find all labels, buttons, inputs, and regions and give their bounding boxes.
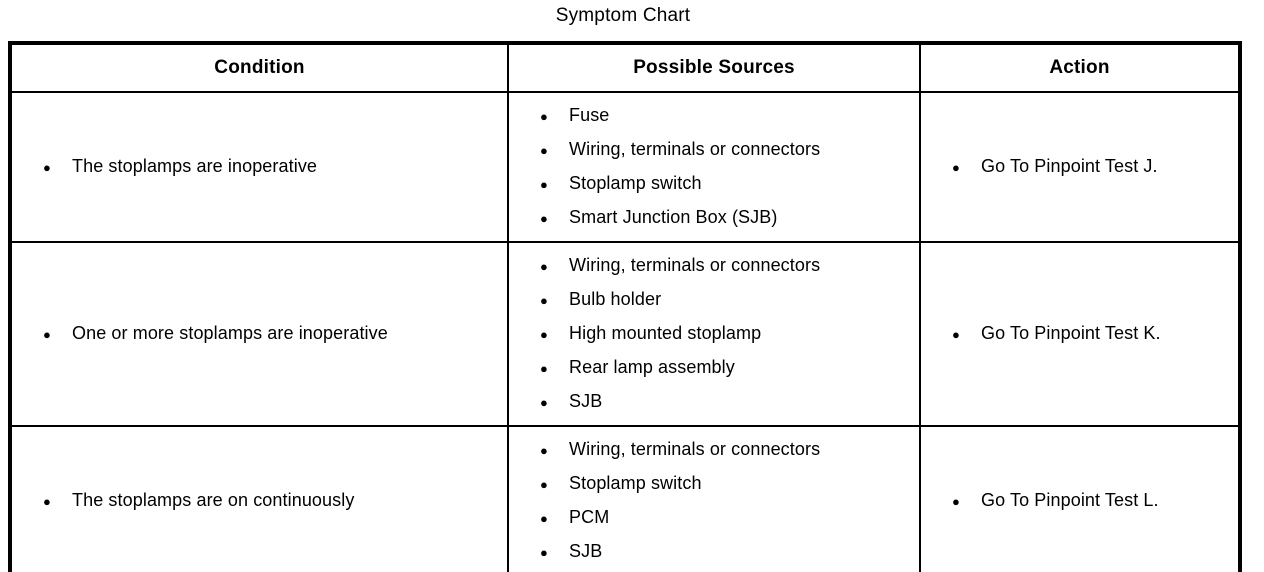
list-item-text: SJB	[569, 541, 603, 561]
list-item: ● Smart Junction Box (SJB)	[513, 201, 915, 235]
list-item: ● The stoplamps are on continuously	[16, 484, 503, 518]
list-item: ● Go To Pinpoint Test J.	[925, 150, 1234, 184]
action-cell: ● Go To Pinpoint Test L.	[919, 425, 1241, 572]
bullet-icon: ●	[540, 109, 548, 124]
bullet-icon: ●	[43, 494, 51, 509]
bullet-icon: ●	[540, 545, 548, 560]
sources-cell: ● Wiring, terminals or connectors ● Stop…	[507, 425, 921, 572]
bullet-icon: ●	[952, 327, 960, 342]
list-item: ● High mounted stoplamp	[513, 317, 915, 351]
list-item: ● Stoplamp switch	[513, 167, 915, 201]
list-item-text: Wiring, terminals or connectors	[569, 255, 821, 275]
list-item: ● Wiring, terminals or connectors	[513, 133, 915, 167]
list-item: ● PCM	[513, 501, 915, 535]
bullet-icon: ●	[952, 160, 960, 175]
list-item: ● One or more stoplamps are inoperative	[16, 317, 503, 351]
list-item: ● Wiring, terminals or connectors	[513, 249, 915, 283]
sources-cell: ● Fuse ● Wiring, terminals or connectors…	[507, 91, 921, 243]
bullet-icon: ●	[43, 160, 51, 175]
list-item: ● Wiring, terminals or connectors	[513, 433, 915, 467]
list-item: ● Rear lamp assembly	[513, 351, 915, 385]
list-item-text: Wiring, terminals or connectors	[569, 139, 821, 159]
list-item-text: The stoplamps are on continuously	[72, 490, 355, 510]
action-cell: ● Go To Pinpoint Test J.	[919, 91, 1241, 243]
bullet-icon: ●	[540, 177, 548, 192]
symptom-table: Condition Possible Sources Action ● The …	[8, 41, 1242, 572]
list-item-text: Go To Pinpoint Test J.	[981, 156, 1158, 176]
list-item-text: The stoplamps are inoperative	[72, 156, 318, 176]
list-item: ● Go To Pinpoint Test L.	[925, 484, 1234, 518]
list-item-text: One or more stoplamps are inoperative	[72, 323, 388, 343]
bullet-icon: ●	[540, 259, 548, 274]
page-title: Symptom Chart	[555, 5, 691, 26]
list-item-text: Fuse	[569, 105, 610, 125]
bullet-icon: ●	[540, 477, 548, 492]
bullet-icon: ●	[540, 143, 548, 158]
list-item-text: High mounted stoplamp	[569, 323, 762, 343]
list-item: ● Fuse	[513, 99, 915, 133]
bullet-icon: ●	[43, 327, 51, 342]
table-row: ● One or more stoplamps are inoperative …	[9, 241, 1241, 427]
bullet-icon: ●	[540, 443, 548, 458]
column-header-possible-sources: Possible Sources	[507, 42, 921, 93]
list-item-text: Stoplamp switch	[569, 473, 702, 493]
condition-cell: ● The stoplamps are inoperative	[9, 91, 509, 243]
list-item-text: Stoplamp switch	[569, 173, 702, 193]
table-header-row: Condition Possible Sources Action	[9, 42, 1241, 93]
column-header-action: Action	[919, 42, 1241, 93]
table-row: ● The stoplamps are on continuously ● Wi…	[9, 425, 1241, 572]
list-item-text: Smart Junction Box (SJB)	[569, 207, 778, 227]
list-item-text: Go To Pinpoint Test L.	[981, 490, 1159, 510]
list-item-text: Rear lamp assembly	[569, 357, 735, 377]
bullet-icon: ●	[540, 211, 548, 226]
sources-cell: ● Wiring, terminals or connectors ● Bulb…	[507, 241, 921, 427]
list-item-text: Go To Pinpoint Test K.	[981, 323, 1161, 343]
bullet-icon: ●	[952, 494, 960, 509]
table-row: ● The stoplamps are inoperative ● Fuse ●	[9, 91, 1241, 243]
bullet-icon: ●	[540, 395, 548, 410]
list-item-text: PCM	[569, 507, 610, 527]
column-header-condition: Condition	[9, 42, 509, 93]
list-item-text: Bulb holder	[569, 289, 662, 309]
bullet-icon: ●	[540, 361, 548, 376]
condition-cell: ● One or more stoplamps are inoperative	[9, 241, 509, 427]
condition-cell: ● The stoplamps are on continuously	[9, 425, 509, 572]
list-item: ● Stoplamp switch	[513, 467, 915, 501]
bullet-icon: ●	[540, 327, 548, 342]
list-item: ● SJB	[513, 385, 915, 419]
list-item: ● Go To Pinpoint Test K.	[925, 317, 1234, 351]
action-cell: ● Go To Pinpoint Test K.	[919, 241, 1241, 427]
list-item-text: SJB	[569, 391, 603, 411]
list-item: ● Bulb holder	[513, 283, 915, 317]
list-item: ● The stoplamps are inoperative	[16, 150, 503, 184]
list-item: ● SJB	[513, 535, 915, 569]
bullet-icon: ●	[540, 511, 548, 526]
bullet-icon: ●	[540, 293, 548, 308]
list-item-text: Wiring, terminals or connectors	[569, 439, 821, 459]
